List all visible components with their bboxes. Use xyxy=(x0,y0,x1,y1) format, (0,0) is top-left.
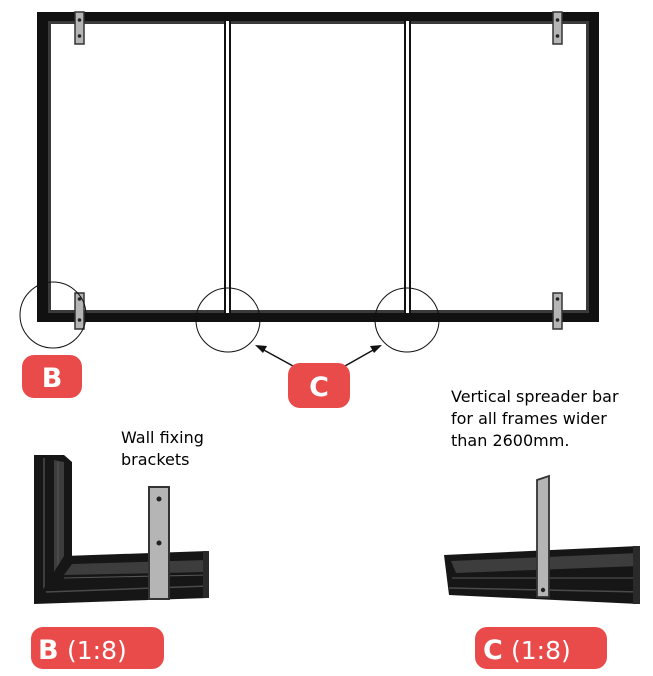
detail-b-corner xyxy=(34,455,209,604)
spreader-note: Vertical spreader bar for all frames wid… xyxy=(451,387,619,450)
spreader-bar-left xyxy=(224,21,231,313)
callout-circle-b xyxy=(19,281,87,349)
wall-fixing-note: Wall fixing brackets xyxy=(121,428,204,469)
scale-badge-c: C (1:8) xyxy=(475,627,607,669)
spreader-bar-right xyxy=(404,21,411,313)
bracket-top-left xyxy=(74,11,85,45)
arrowhead-left xyxy=(255,345,267,353)
bracket-top-right xyxy=(552,11,563,45)
spreader-note-line-1: Vertical spreader bar xyxy=(451,387,619,406)
main-frame xyxy=(37,12,599,322)
arrowhead-right xyxy=(370,345,382,353)
callout-circle-c-right xyxy=(374,287,440,353)
badge-b: B xyxy=(22,355,82,398)
badge-c: C xyxy=(288,363,350,408)
frame-opening xyxy=(51,24,586,310)
bracket-bottom-right xyxy=(552,292,563,330)
scale-badge-b-letter: B xyxy=(38,635,59,666)
spreader-note-line-2: for all frames wider xyxy=(451,409,607,428)
detail-c-spreader-bar xyxy=(536,474,550,598)
scale-badge-c-letter: C xyxy=(483,635,503,666)
wall-fixing-line-2: brackets xyxy=(121,450,189,469)
scale-badge-b: B (1:8) xyxy=(31,627,164,669)
scale-badge-b-scale: (1:8) xyxy=(67,636,127,665)
spreader-note-line-3: than 2600mm. xyxy=(451,431,569,450)
badge-c-label: C xyxy=(309,372,329,403)
badge-b-label: B xyxy=(42,363,63,394)
bracket-bottom-left xyxy=(74,292,85,330)
callout-arrows xyxy=(255,345,382,367)
wall-fixing-line-1: Wall fixing xyxy=(121,428,204,447)
scale-badge-c-scale: (1:8) xyxy=(511,636,571,665)
detail-b-bracket xyxy=(148,486,170,600)
callout-circle-c-left xyxy=(195,287,261,353)
